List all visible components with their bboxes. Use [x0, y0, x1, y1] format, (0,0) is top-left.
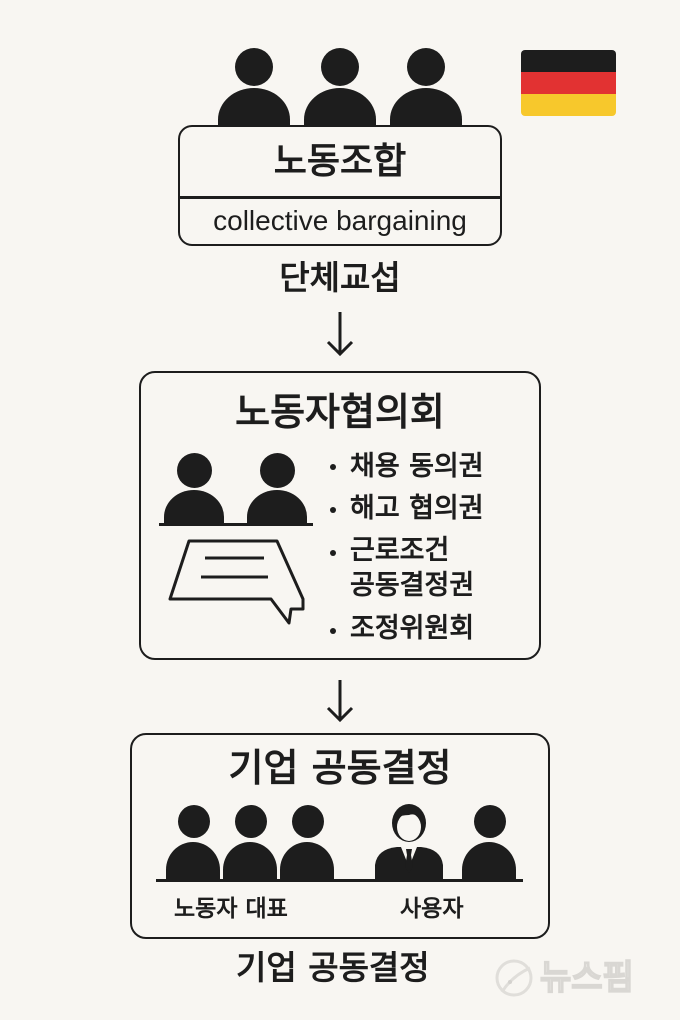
businessman-icon: [375, 804, 443, 879]
arrow-down-icon: [326, 680, 354, 723]
bullet-icon: [330, 507, 336, 513]
codetermination-caption: 기업 공동결정: [236, 948, 430, 987]
bullet-icon: [330, 628, 336, 634]
speech-bubble-icon: [168, 539, 305, 625]
codetermination-title: 기업 공동결정: [228, 746, 452, 790]
arrow-down-icon: [326, 312, 354, 357]
watermark: 뉴스핌: [494, 957, 635, 999]
germany-flag-icon: [521, 50, 616, 116]
person-icon: [218, 48, 290, 130]
employer-icon: [462, 805, 516, 879]
table-line: [159, 523, 313, 526]
codetermination-box: 기업 공동결정 노동자 대표 사용자: [130, 733, 550, 939]
person-icon: [247, 453, 309, 527]
worker-label: 노동자 대표: [174, 896, 288, 922]
newspim-logo-icon: [495, 959, 533, 997]
divider: [180, 196, 500, 199]
right-item: 조정위원회: [350, 613, 475, 644]
person-icon: [304, 48, 376, 130]
union-caption: 단체교섭: [279, 258, 401, 297]
worker-rep-icon: [166, 805, 220, 879]
right-item: 근로조건: [350, 535, 450, 566]
bullet-icon: [330, 464, 336, 470]
right-item-continued: 공동결정권: [350, 570, 475, 601]
union-box: 노동조합 collective bargaining: [178, 125, 502, 246]
worker-rep-icon: [280, 805, 334, 879]
worker-rep-icon: [223, 805, 277, 879]
union-title: 노동조합: [273, 141, 407, 182]
bullet-icon: [330, 550, 336, 556]
union-subtitle: collective bargaining: [213, 205, 467, 236]
watermark-text: 뉴스핌: [539, 957, 634, 999]
table-line: [156, 879, 523, 882]
works-council-title: 노동자협의회: [235, 390, 445, 434]
right-item: 채용 동의권: [350, 451, 484, 482]
right-item: 해고 협의권: [350, 493, 484, 524]
person-icon: [164, 453, 226, 527]
person-icon: [390, 48, 462, 130]
works-council-box: 노동자협의회 채용 동의권 해고 협의권 근로조건 공동결정권 조정위원회: [139, 371, 541, 660]
employer-label: 사용자: [400, 896, 464, 922]
